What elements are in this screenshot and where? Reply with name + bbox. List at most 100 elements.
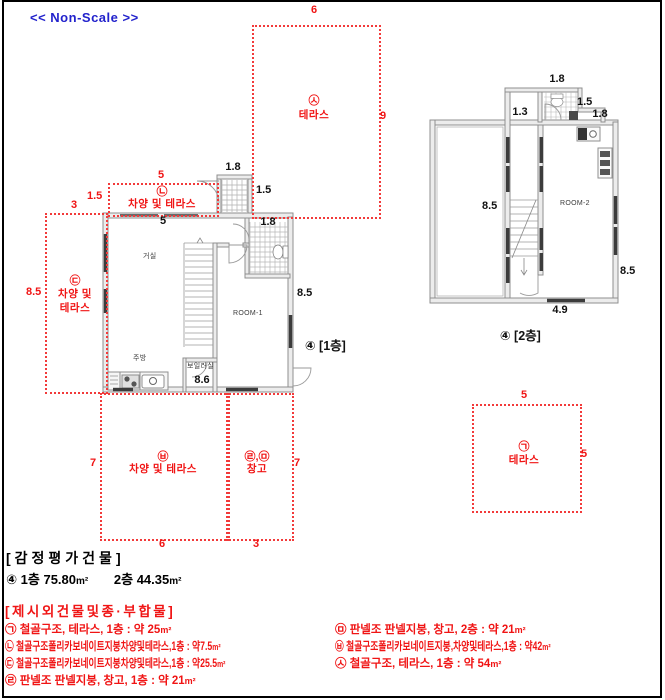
area-unit: m² (160, 625, 172, 635)
legend-marker: ㉤ (335, 624, 347, 636)
annex-awning-bottom-box (100, 393, 230, 541)
annex-awning-left-box (45, 213, 108, 394)
legend-text: 철골구조폴리카보네이트지붕차양및테라스,1층 : 약7.5 (16, 641, 213, 653)
dim-label: 8.5 (26, 286, 42, 298)
building-no: ④ (6, 572, 18, 587)
area-unit: m² (184, 676, 196, 686)
annex-awning-left-label1: 차양 및 (58, 288, 92, 300)
toilet-icon (272, 244, 289, 260)
room-label-boiler: 보일러실 (187, 363, 214, 370)
plan2-caption: ④ [2층] (500, 329, 541, 343)
legend-marker: ㉢ (5, 658, 14, 670)
legend-item: ㉤ 판넬조 판넬지붕, 창고, 2층 : 약 21m² (335, 621, 526, 637)
plan1-caption: ④ [1층] (305, 339, 346, 353)
legend-item: ㉠ 철골구조, 테라스, 1층 : 약 25m² (5, 621, 171, 637)
annex-storage-marker: ㉣,㉤ (244, 451, 270, 463)
legend-marker: ㉥ (335, 641, 344, 653)
plan1-bathroom (249, 222, 289, 274)
dim-label: 1.5 (87, 190, 103, 202)
plan2-stairs (510, 199, 538, 276)
dim-label: 5 (157, 169, 165, 181)
dim-label: 6 (310, 4, 318, 16)
dim-label: 8.5 (620, 265, 636, 277)
legend-marker: ㉡ (5, 641, 14, 653)
dim-label: 1.3 (512, 106, 528, 118)
legend-item: ㉥ 철골구조폴리카보네이트지붕,차양및테라스,1층 : 약42m² (335, 638, 551, 654)
legend-marker: ㉠ (5, 624, 17, 636)
legend-marker: ㉦ (335, 658, 347, 670)
legend-item: ㉡ 철골구조폴리카보네이트지붕차양및테라스,1층 : 약7.5m² (5, 638, 221, 654)
legend-item: ㉦ 철골구조, 테라스, 1층 : 약 54m² (335, 655, 501, 671)
annex-storage-label: 창고 (246, 463, 268, 475)
dim-label: 5 (520, 389, 528, 401)
area-unit: m² (212, 642, 221, 652)
dim-label: 3 (252, 538, 260, 550)
legend-item: ㉢ 철골구조폴리카보네이트지붕차양및테라스,1층 : 약25.5m² (5, 655, 225, 671)
annex-terrace-s-marker: ㉦ (308, 95, 320, 107)
annex-awning-left-marker: ㉢ (69, 275, 81, 287)
floor1-label: 1층 (20, 572, 40, 587)
legend-text: 판넬조 판넬지붕, 창고, 2층 : 약 21 (349, 624, 515, 636)
annex-awning-top-marker: ㉡ (156, 186, 168, 198)
plan1-kitchen-counter (107, 371, 169, 391)
plan2-kitchen (576, 126, 613, 179)
dim-label: 1.5 (256, 184, 272, 196)
dim-label: 8.5 (482, 200, 498, 212)
plan2-doors (519, 103, 562, 296)
plan1-entrance-steps (221, 180, 248, 212)
dim-label: 1.5 (577, 96, 593, 108)
annex-terrace-s-box (252, 25, 381, 219)
dim-label: 7 (294, 457, 301, 469)
floor2-label: 2층 (113, 572, 134, 587)
toilet-icon (550, 93, 564, 107)
dim-label: 1.8 (549, 73, 565, 85)
dim-label: 5 (581, 448, 588, 460)
area-unit: m² (542, 642, 551, 652)
annex-terrace-s-label: 테라스 (298, 109, 330, 121)
legend-marker: ㉣ (5, 675, 17, 687)
dim-label: 5 (159, 215, 167, 227)
area-unit: m² (490, 659, 502, 669)
dim-label: 7 (90, 457, 97, 469)
dim-label: 1.8 (260, 216, 276, 228)
annex-awning-top-label: 차양 및 테라스 (128, 198, 196, 210)
legend-text: 철골구조, 테라스, 1층 : 약 25 (19, 624, 161, 636)
area-unit: m² (169, 576, 182, 587)
plan2-bathroom (544, 92, 578, 120)
annex-terrace-small-box (472, 404, 582, 513)
legend-text: 철골구조폴리카보네이트지붕차양및테라스,1층 : 약25.5 (16, 658, 218, 670)
legend-text: 철골구조, 테라스, 1층 : 약 54 (349, 658, 491, 670)
room-label-room1: ROOM-1 (233, 310, 263, 317)
plan2-roof-area (436, 126, 504, 297)
plan1-stairs (183, 237, 213, 347)
dim-label: 8.5 (297, 287, 313, 299)
extra-buildings-title: [제시외건물및종·부합물] (5, 604, 176, 619)
plan2-windows (506, 137, 618, 303)
annex-awning-bottom-marker: ㉥ (157, 451, 169, 463)
room-label-living: 거실 (143, 253, 157, 260)
annex-awning-top-box (108, 183, 219, 217)
dim-label: 4.9 (552, 304, 568, 316)
legend-item: ㉣ 판넬조 판넬지붕, 창고, 1층 : 약 21m² (5, 672, 196, 688)
area-unit: m² (217, 659, 226, 669)
legend-text: 철골구조폴리카보네이트지붕,차양및테라스,1층 : 약42 (346, 641, 543, 653)
annex-awning-bottom-label: 차양 및 테라스 (129, 463, 197, 475)
floor1-area: 75.80 (43, 572, 77, 587)
dim-label: 3 (70, 199, 78, 211)
appraised-building-title: [감정평가건물] (6, 550, 125, 566)
appraised-building-areas: ④ 1층 75.80m² 2층 44.35m² (6, 569, 181, 588)
dim-label: 8.6 (194, 374, 210, 386)
floor2-area: 44.35 (136, 572, 170, 587)
dim-label: 1.8 (592, 108, 608, 120)
area-unit: m² (76, 576, 89, 587)
room-label-kitchen: 주방 (133, 355, 147, 362)
room-label-room2: ROOM-2 (560, 200, 590, 207)
dim-label: 1.8 (225, 161, 241, 173)
annex-storage-box (226, 393, 294, 541)
dim-label: 6 (158, 538, 166, 550)
legend-text: 판넬조 판넬지붕, 창고, 1층 : 약 21 (19, 675, 185, 687)
annex-awning-left-label2: 테라스 (59, 302, 91, 314)
scale-note: << Non-Scale >> (30, 10, 139, 25)
